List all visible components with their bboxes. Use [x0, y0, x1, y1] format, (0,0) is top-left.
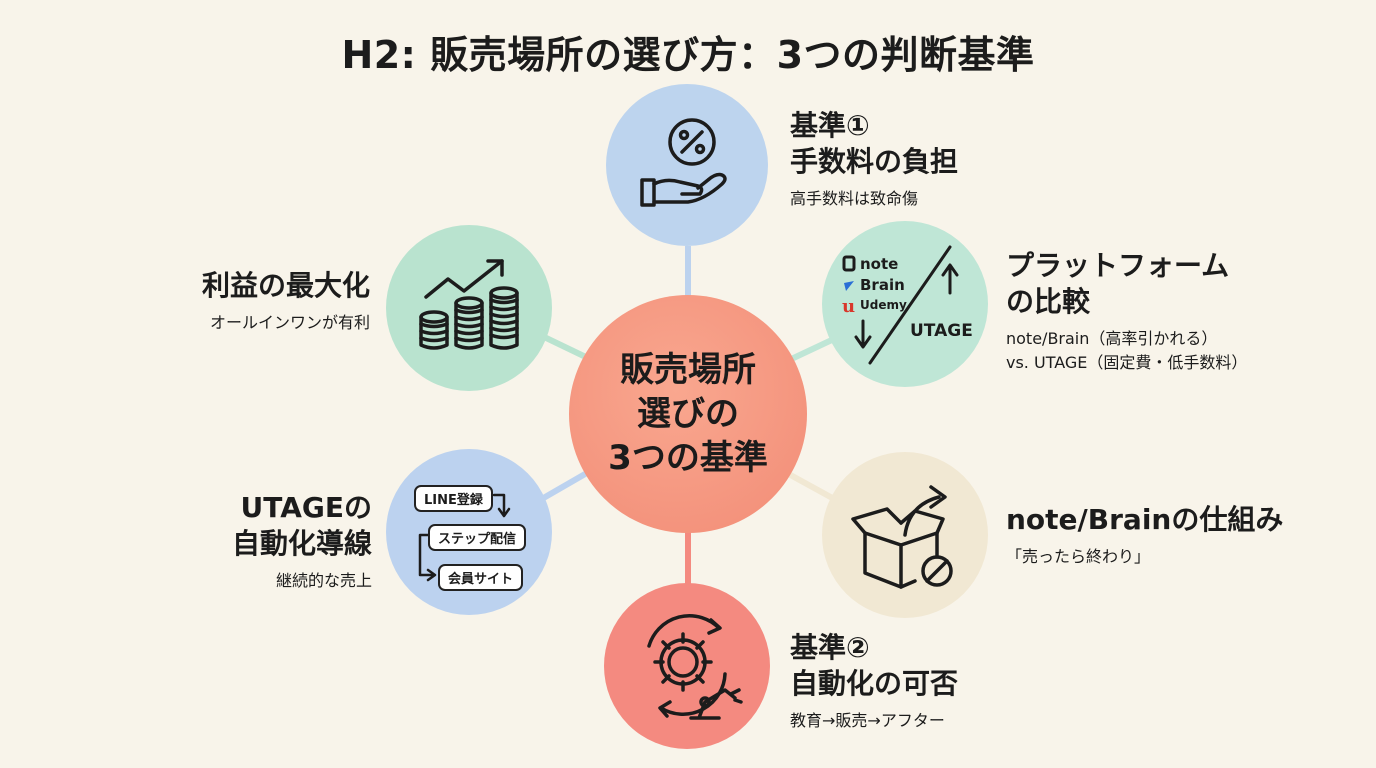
bottom-heading-1: 基準② — [790, 631, 870, 664]
flow-step-step-mail: ステップ配信 — [428, 524, 527, 551]
flow-step-line-register: LINE登録 — [414, 485, 493, 512]
growth-coins-icon — [419, 259, 519, 350]
node-profit-maximize — [386, 225, 552, 391]
bottom-left-sub: 継続的な売上 — [275, 571, 372, 590]
label-right: プラットフォーム の比較 note/Brain（高率引かれる） vs. UTAG… — [1006, 248, 1247, 374]
center-line-1: 販売場所 — [620, 350, 756, 390]
label-left: 利益の最大化 オールインワンが有利 — [150, 268, 370, 334]
brand-utage: UTAGE — [910, 321, 973, 341]
node-platform-compare — [822, 221, 988, 387]
bottom-left-heading-1: UTAGEの — [240, 491, 372, 524]
top-sub: 高手数料は致命傷 — [790, 189, 919, 208]
bottom-sub: 教育→販売→アフター — [790, 711, 945, 730]
bottom-heading-2: 自動化の可否 — [790, 667, 959, 700]
percent-hand-icon — [640, 118, 727, 207]
node-note-brain-structure — [822, 452, 988, 618]
top-heading-1: 基準① — [790, 109, 870, 142]
right-heading-1: プラットフォーム — [1006, 249, 1230, 282]
brand-brain: Brain — [860, 276, 905, 294]
right-sub-1: note/Brain（高率引かれる） — [1006, 329, 1218, 348]
right-sub-2: vs. UTAGE（固定費・低手数料） — [1006, 353, 1248, 372]
brand-udemy: Udemy — [860, 298, 907, 312]
left-sub: オールインワンが有利 — [209, 313, 370, 332]
connector-bottom-right — [783, 469, 838, 503]
platform-compare-icon: u — [842, 245, 959, 365]
node-automation-possible — [604, 583, 770, 749]
label-bottom-right: note/Brainの仕組み 「売ったら終わり」 — [1006, 502, 1283, 568]
bottom-right-sub: 「売ったら終わり」 — [1006, 547, 1151, 566]
right-heading-2: の比較 — [1006, 285, 1091, 318]
open-box-no-icon — [851, 485, 953, 589]
connector-bottom-left — [538, 467, 594, 503]
bottom-left-heading-2: 自動化導線 — [231, 527, 372, 560]
svg-text:u: u — [842, 296, 855, 317]
node-fee-burden — [606, 84, 768, 246]
center-circle: 販売場所 選びの 3つの基準 — [569, 295, 807, 533]
bottom-right-heading: note/Brainの仕組み — [1006, 503, 1284, 536]
center-line-3: 3つの基準 — [608, 438, 768, 478]
label-bottom-left: UTAGEの 自動化導線 継続的な売上 — [170, 490, 372, 592]
brand-note: note — [860, 255, 899, 273]
automation-flow-icon — [418, 493, 511, 582]
top-heading-2: 手数料の負担 — [790, 145, 959, 178]
page-title: H2: 販売場所の選び方：3つの判断基準 — [341, 33, 1035, 77]
label-bottom: 基準② 自動化の可否 教育→販売→アフター — [790, 630, 958, 732]
left-heading: 利益の最大化 — [201, 269, 370, 302]
label-top: 基準① 手数料の負担 高手数料は致命傷 — [790, 108, 958, 210]
flow-step-member-site: 会員サイト — [438, 564, 524, 591]
gear-robot-arm-icon — [647, 614, 743, 720]
center-line-2: 選びの — [637, 394, 739, 434]
